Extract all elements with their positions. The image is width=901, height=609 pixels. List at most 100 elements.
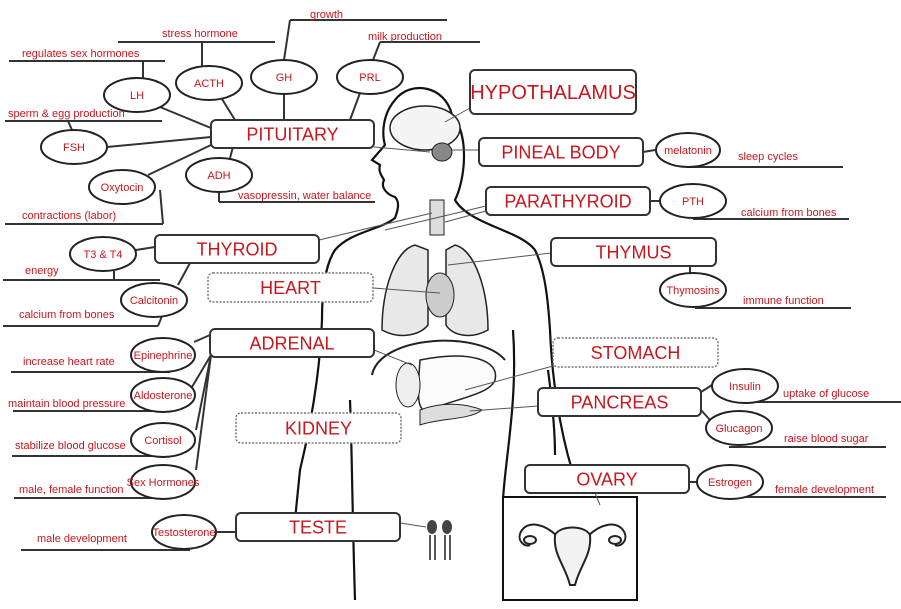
organ-box-ovary: OVARY (524, 464, 690, 494)
function-label-maintain-blood-pressure: maintain blood pressure (8, 398, 125, 410)
organ-box-pancreas: PANCREAS (537, 387, 702, 417)
connector-line (283, 19, 291, 61)
hormone-ellipse (659, 183, 727, 219)
hormone-label: Epinephrine (134, 350, 193, 362)
organ-label: HEART (260, 278, 321, 298)
hormone-ellipse (659, 272, 727, 308)
hormone-label: PRL (359, 72, 380, 84)
function-label-vasopressin: vasopressin, water balance (238, 190, 371, 202)
organ-box-frame (207, 272, 374, 303)
hormone-label: Testosterone (153, 527, 216, 539)
hormone-label: Cortisol (144, 435, 181, 447)
hormone-ellipse (705, 410, 773, 446)
hormone-ellipse (711, 368, 779, 404)
organ-label: HYPOTHALAMUS (470, 82, 636, 104)
connector-line (444, 210, 487, 223)
hormone-ellipse (175, 65, 243, 101)
hormone-estrogen: Estrogen (696, 464, 764, 500)
connector-line (106, 136, 212, 148)
hormone-label: GH (276, 72, 293, 84)
hormone-prl: PRL (336, 59, 404, 95)
organ-box-frame (537, 387, 702, 417)
organ-box-pituitary: PITUITARY (210, 119, 375, 149)
connector-line (444, 107, 471, 123)
function-label-female-development: female development (775, 484, 874, 496)
organ-box-frame (469, 69, 637, 115)
organ-box-teste: TESTE (235, 512, 401, 542)
brain-icon (389, 105, 461, 151)
organ-label: THYROID (197, 239, 278, 259)
function-label-immune-function: immune function (743, 295, 824, 307)
uterus-icon (518, 523, 627, 586)
hormone-label: Glucagon (715, 423, 762, 435)
heart-icon (425, 272, 455, 318)
connector-line (469, 405, 539, 412)
function-label-sperm-egg-production: sperm & egg production (8, 108, 125, 120)
organ-box-heart: HEART (207, 272, 374, 303)
hormone-label: Calcitonin (130, 295, 178, 307)
connector-line (193, 334, 211, 343)
hormone-ellipse (655, 132, 721, 168)
connector-line (157, 315, 163, 327)
hormone-insulin: Insulin (711, 368, 779, 404)
function-label-uptake-of-glucose: uptake of glucose (783, 388, 869, 400)
connector-line (67, 120, 73, 131)
hormone-fsh: FSH (40, 129, 108, 165)
organ-box-frame (485, 186, 651, 216)
hormone-lh: LH (103, 77, 171, 113)
hormone-label: Estrogen (708, 477, 752, 489)
connector-line (700, 384, 713, 393)
connector-line (700, 409, 711, 421)
organ-box-frame (235, 512, 401, 542)
function-label-male-development: male development (37, 533, 127, 545)
organ-box-parathyroid: PARATHYROID (485, 186, 651, 216)
connector-line (372, 41, 381, 61)
hormone-melatonin: melatonin (655, 132, 721, 168)
organ-box-stomach: STOMACH (552, 337, 719, 368)
organ-box-thyroid: THYROID (154, 234, 320, 264)
stomach-icon (417, 355, 497, 412)
hormone-label: Thymosins (666, 285, 720, 297)
connector-line (642, 149, 656, 153)
hormone-label: ACTH (194, 78, 224, 90)
hormone-oxytocin: Oxytocin (88, 169, 156, 205)
hormone-label: melatonin (664, 145, 712, 157)
hormone-t3-t4: T3 & T4 (69, 236, 137, 272)
cerebellum-icon (431, 142, 453, 162)
hormone-label: Sex Hormones (127, 477, 200, 489)
organ-box-frame (210, 119, 375, 149)
hormone-ellipse (696, 464, 764, 500)
hormone-testosterone: Testosterone (151, 514, 217, 550)
function-label-male-female-function: male, female function (19, 484, 124, 496)
right-lung-icon (445, 244, 489, 337)
diaphragm-icon (371, 339, 506, 376)
hormone-ellipse (130, 422, 196, 458)
organ-label: PARATHYROID (504, 191, 631, 211)
organ-box-frame (154, 234, 320, 264)
hormone-ellipse (88, 169, 156, 205)
hormone-label: Insulin (729, 381, 761, 393)
organ-box-frame (552, 337, 719, 368)
function-label-calcium-right: calcium from bones (741, 207, 837, 219)
organ-box-frame (235, 412, 402, 444)
connector-line (177, 262, 191, 286)
hormone-label: Aldosterone (134, 390, 193, 402)
organ-label: STOMACH (591, 343, 681, 363)
labels: HYPOTHALAMUS PITUITARY PINEAL BODY PARATHYR… (8, 9, 874, 550)
organ-label: OVARY (576, 469, 637, 489)
connector-line (159, 189, 164, 225)
organ-label: PINEAL BODY (501, 142, 620, 162)
function-label-contractions: contractions (labor) (22, 210, 116, 222)
connector-line (147, 144, 212, 176)
connector-line (221, 98, 236, 121)
hormone-pth: PTH (659, 183, 727, 219)
hormone-ellipse (120, 282, 188, 318)
hormone-adh: ADH (185, 157, 253, 193)
hormone-ellipse (69, 236, 137, 272)
connector-line (318, 212, 433, 241)
connector-line (191, 354, 212, 388)
function-label-milk-production: milk production (368, 31, 442, 43)
connector-line (594, 492, 601, 506)
hormone-calcitonin: Calcitonin (120, 282, 188, 318)
